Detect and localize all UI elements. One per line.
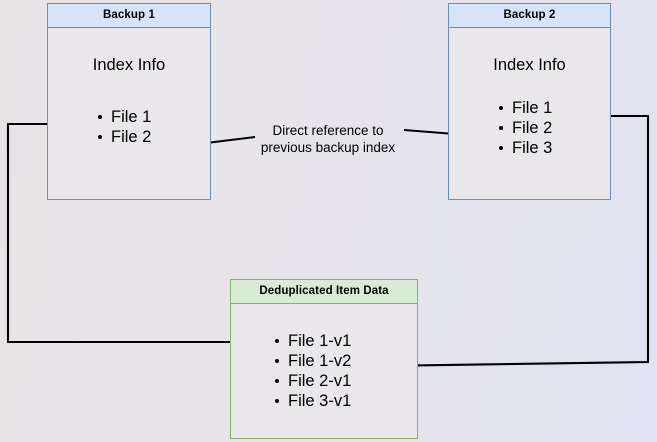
list-item: File 3 [497,138,552,158]
list-item: File 1-v2 [273,351,351,371]
node-deduplicated-item-data[interactable]: Deduplicated Item Data File 1-v1 File 1-… [230,279,418,439]
node-backup-2[interactable]: Backup 2 Index Info File 1 File 2 File 3 [448,3,611,200]
list-item: File 2 [497,118,552,138]
node-backup-2-header: Backup 2 [449,4,610,28]
node-backup-1[interactable]: Backup 1 Index Info File 1 File 2 [47,3,211,200]
edge-label-line-2: previous backup index [260,140,396,155]
edge-label-direct-reference: Direct reference to previous backup inde… [253,122,403,156]
edge-label-line-1: Direct reference to [272,123,384,138]
backup-1-index-info-label: Index Info [92,56,166,74]
list-item: File 2-v1 [273,371,351,391]
backup-2-file-list: File 1 File 2 File 3 [497,98,552,158]
node-backup-2-body: Index Info File 1 File 2 File 3 [449,28,610,199]
backup-1-file-list: File 1 File 2 [96,107,151,147]
backup-2-index-info-label: Index Info [493,56,566,74]
list-item: File 1 [497,98,552,118]
list-item: File 2 [96,127,151,147]
deduplicated-file-list: File 1-v1 File 1-v2 File 2-v1 File 3-v1 [273,331,351,411]
node-deduplicated-item-data-body: File 1-v1 File 1-v2 File 2-v1 File 3-v1 [231,304,417,438]
node-backup-1-body: Index Info File 1 File 2 [48,28,210,199]
list-item: File 3-v1 [273,391,351,411]
list-item: File 1 [96,107,151,127]
node-deduplicated-item-data-header: Deduplicated Item Data [231,280,417,304]
node-backup-1-header: Backup 1 [48,4,210,28]
list-item: File 1-v1 [273,331,351,351]
